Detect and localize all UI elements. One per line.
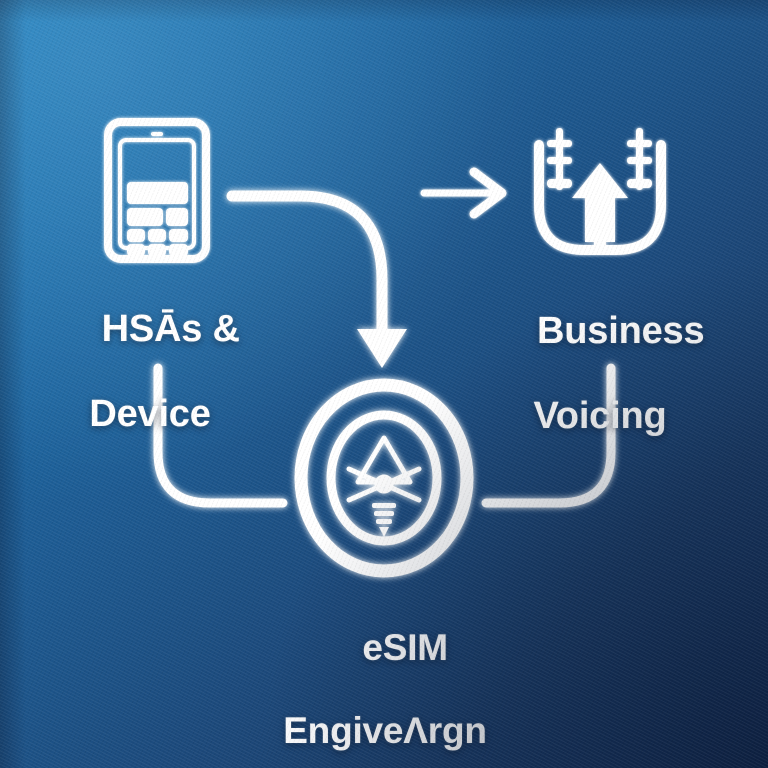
- esim-concentric-chip-icon: [294, 378, 474, 578]
- voice-antenna-uplink-icon: [534, 128, 666, 255]
- connector-right-bracket: [481, 363, 616, 508]
- connector-left-bracket: [153, 363, 288, 508]
- connector-phone-to-voicing: [420, 167, 507, 219]
- mobile-phone-keypad-icon: [104, 118, 210, 263]
- connector-phone-to-esim: [226, 190, 407, 368]
